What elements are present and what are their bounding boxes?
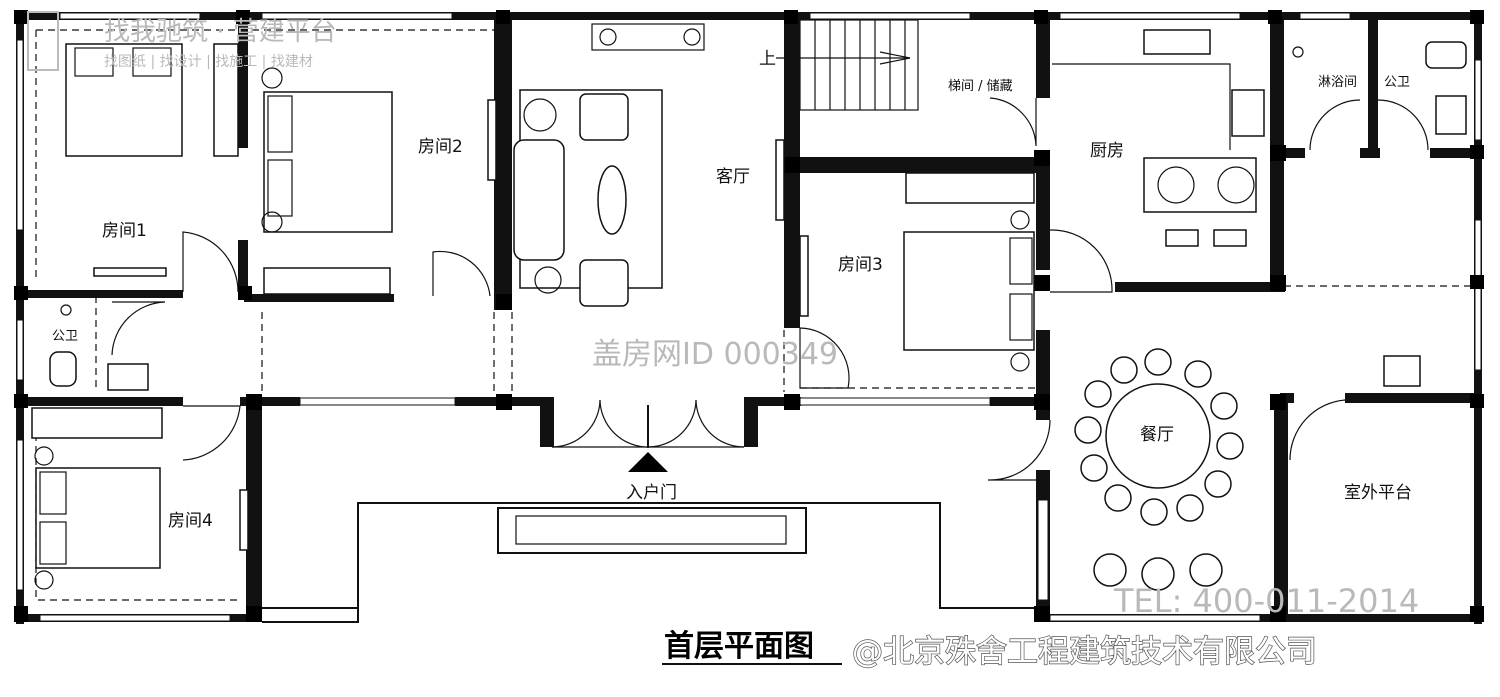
watermark-tags: 找图纸 | 找设计 | 找施工 | 找建材 [104,54,313,70]
structural-columns [14,10,1484,622]
phone-watermark: TEL: 400-011-2014 [1113,582,1419,620]
top-watermark: 找我驰筑 · 营建平台 找图纸 | 找设计 | 找施工 | 找建材 [27,11,337,71]
label-kitchen: 厨房 [1090,141,1124,161]
drawing-title: 首层平面图 [664,629,814,664]
bathroom-furniture [1292,41,1467,387]
front-porch [262,452,1034,623]
watermark-brand: 找我驰筑 · 营建平台 [104,17,337,47]
label-room4: 房间4 [168,511,213,531]
staircase [776,19,919,111]
doors [111,97,1429,481]
label-room3: 房间3 [838,255,883,275]
room1-furniture [65,43,239,277]
copyright-text: @北京殊舍工程建筑技术有限公司 [852,634,1317,670]
label-dining: 餐厅 [1140,425,1174,445]
label-wc-left: 公卫 [52,329,78,344]
dining-furniture [1074,348,1244,591]
entrance-arrow-icon [628,452,668,472]
label-shower: 淋浴间 [1318,75,1357,90]
wc-left-furniture [49,304,149,391]
label-wc-right: 公卫 [1384,75,1410,90]
living-furniture [513,23,785,307]
room2-furniture [261,67,497,295]
label-stair-storage: 梯间 / 储藏 [948,79,1013,94]
room3-furniture [799,172,1035,372]
exterior-walls [16,12,1482,624]
kitchen-furniture [1052,29,1265,247]
stair-up-label: 上 [759,49,776,69]
label-terrace: 室外平台 [1344,483,1412,503]
label-entrance: 入户门 [626,483,677,503]
label-living-room: 客厅 [716,167,750,187]
watermark-id: 盖房网ID 000349 [592,337,838,372]
room4-furniture [31,407,249,590]
label-room1: 房间1 [102,221,147,241]
label-room2: 房间2 [418,137,463,157]
